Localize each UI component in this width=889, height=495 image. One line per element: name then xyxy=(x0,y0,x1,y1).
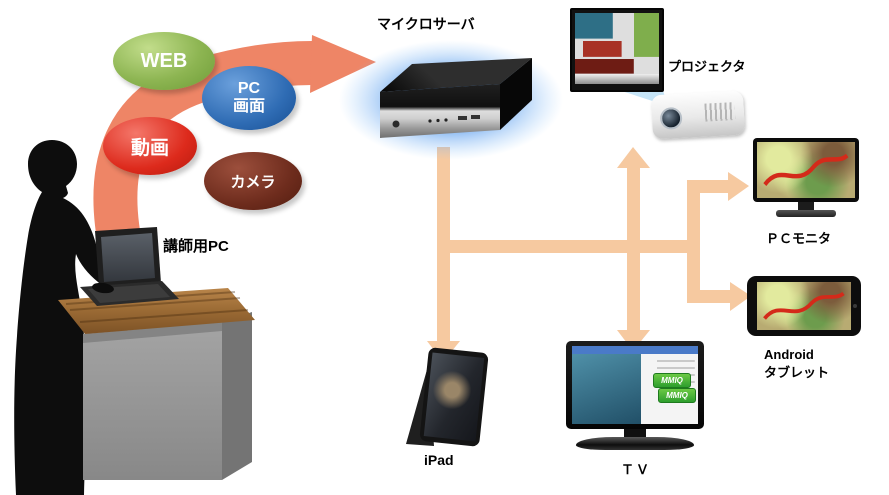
android-tablet xyxy=(747,276,861,336)
arrow-tv-head xyxy=(617,330,650,351)
pc-monitor-screen xyxy=(757,142,855,198)
arrow-right-branch-vertical xyxy=(687,180,700,303)
projector-screen xyxy=(570,8,664,92)
pc-monitor-label: ＰＣモニタ xyxy=(766,231,832,246)
tv-screen: MMIQ MMIQ xyxy=(572,346,698,424)
android-tablet-label: Android タブレット xyxy=(764,347,830,381)
arrow-projector-head xyxy=(617,147,650,168)
projector-label: プロジェクタ xyxy=(668,59,746,74)
tv-label: ＴＶ xyxy=(621,462,652,477)
podium xyxy=(58,288,255,480)
tv-base xyxy=(576,437,694,450)
tv-neck xyxy=(624,429,646,437)
arrow-android-head xyxy=(730,282,751,311)
projector-lens xyxy=(659,106,683,130)
pc-monitor xyxy=(753,138,859,217)
tv-device: MMIQ MMIQ xyxy=(566,341,704,450)
bubble-web-label: WEB xyxy=(140,49,188,72)
ipad-screen xyxy=(423,352,485,442)
tv-screen-badge: MMIQ xyxy=(653,373,691,388)
ipad-label: iPad xyxy=(424,452,454,468)
arrow-to-android-shaft xyxy=(687,290,730,303)
bubble-camera: カメラ xyxy=(204,152,302,210)
bubble-web: WEB xyxy=(113,32,215,90)
ipad-device xyxy=(398,347,498,450)
pc-monitor-frame xyxy=(753,138,859,202)
hand xyxy=(92,282,114,294)
android-tablet-screen xyxy=(757,282,851,330)
person-silhouette xyxy=(14,140,118,495)
map-route-line xyxy=(763,153,849,187)
flow-arrows xyxy=(427,147,751,362)
tv-frame: MMIQ MMIQ xyxy=(566,341,704,429)
pc-monitor-base xyxy=(776,210,836,217)
bubble-video-label: 動画 xyxy=(130,137,169,159)
bubble-pc-screen-label: PC 画面 xyxy=(232,79,265,115)
arrow-branch-horizontal xyxy=(443,240,700,253)
tablet-camera-dot xyxy=(853,304,857,308)
bubble-pc-screen: PC 画面 xyxy=(202,66,296,130)
projector-vents xyxy=(704,102,736,122)
micro-server-label: マイクロサーバ xyxy=(377,16,475,32)
projector-device xyxy=(650,90,746,140)
micro-server xyxy=(380,58,532,138)
map-route-line xyxy=(763,291,845,320)
arrow-to-pc-monitor-shaft xyxy=(687,180,728,193)
projector-screen-base xyxy=(575,73,659,85)
instructor-pc-label: 講師用PC xyxy=(163,238,229,255)
projector-screen-content xyxy=(575,13,659,74)
arrow-projector-tv-shaft xyxy=(627,166,640,332)
ipad-body xyxy=(419,347,489,447)
pc-monitor-neck xyxy=(798,202,814,210)
tv-screen-badge: MMIQ xyxy=(658,388,696,403)
bubble-video: 動画 xyxy=(103,117,197,175)
arrow-pc-monitor-head xyxy=(728,172,749,201)
bubble-camera-label: カメラ xyxy=(230,173,276,191)
instructor-laptop xyxy=(80,227,179,306)
